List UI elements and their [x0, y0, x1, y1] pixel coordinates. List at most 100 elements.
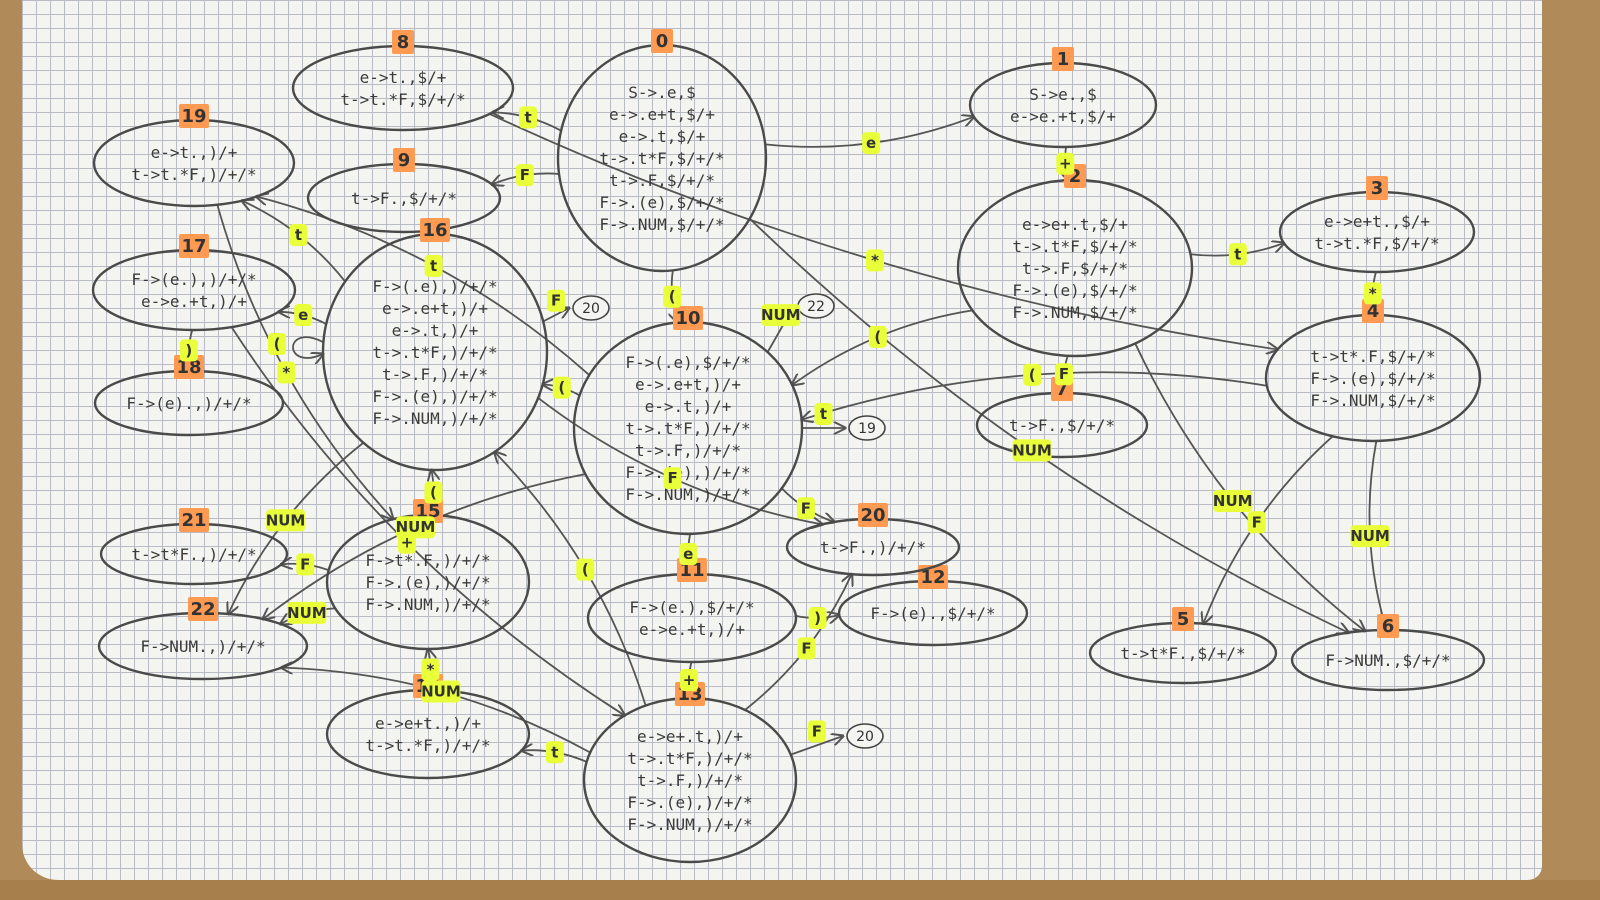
transition-label: NUM [1012, 439, 1052, 462]
transition-label: NUM [761, 304, 801, 327]
transition-label-highlight [761, 304, 801, 327]
transition-label: ) [179, 339, 198, 362]
transition-symbol: NUM [287, 604, 327, 622]
state-7: 7t->F.,$/+/* [975, 377, 1149, 459]
lr-item: t->t.*F,)/+/* [131, 165, 256, 184]
transition-label-highlight [1213, 489, 1253, 512]
transition-label: t [545, 741, 564, 764]
transition-label-highlight [680, 668, 699, 691]
reference-target: 20 [856, 729, 874, 745]
transition-label: ) [808, 606, 827, 629]
transition-symbol: F [667, 469, 677, 487]
lr-item: t->t*.F,$/+/* [1310, 347, 1435, 366]
lr-item: F->.(e),$/+/* [1310, 369, 1435, 388]
transition-label: F [807, 720, 826, 743]
transition-label: + [398, 531, 417, 554]
transition-label-highlight [398, 531, 417, 554]
state-number-highlight [1377, 614, 1399, 638]
lr-item: F->.NUM,)/+/* [625, 485, 750, 504]
state-17: 17F->(e.),)/+/*e->e.+t,)/+ [91, 234, 297, 332]
transition-label: t [1228, 243, 1247, 266]
state-number-highlight [179, 104, 209, 128]
lr-item: t->.t*F,)/+/* [625, 419, 750, 438]
state-13: 13e->e+.t,)/+t->.t*F,)/+/*t->.F,)/+/*F->… [582, 682, 798, 864]
reference-circle [572, 295, 610, 321]
state-4: 4t->t*.F,$/+/*F->.(e),$/+/*F->.NUM,$/+/* [1264, 299, 1482, 443]
transition-label: ( [552, 376, 571, 399]
lr-item: e->e+.t,)/+ [637, 727, 743, 746]
wooden-table [0, 880, 1600, 900]
state-number: 21 [181, 510, 206, 531]
transition-symbol: ( [874, 328, 881, 346]
state-reference: 19 [848, 415, 886, 441]
transition-symbol: t [430, 257, 437, 275]
transition-label-highlight [797, 637, 816, 660]
state-21: 21t->t*F.,)/+/* [99, 508, 289, 586]
transition-label-highlight [1228, 243, 1247, 266]
lr-item: F->(.e),)/+/* [372, 277, 497, 296]
transition-label: F [1247, 511, 1266, 534]
transitions-layer [189, 112, 1387, 763]
transition-symbol: F [300, 555, 310, 573]
lr-item: e->e.+t,$/+ [1010, 107, 1116, 126]
transition-label: * [866, 249, 885, 272]
transition-label: ( [868, 325, 887, 348]
lr-item: F->.(e),)/+/* [372, 387, 497, 406]
transition-label-highlight [1363, 282, 1382, 305]
state-number-highlight [651, 29, 673, 53]
state-outline [586, 572, 798, 664]
transition-label: t [424, 254, 443, 277]
transition-label-highlight [796, 497, 815, 520]
reference-target: 20 [582, 301, 600, 317]
state-outline [1278, 190, 1476, 274]
reference-circle [848, 415, 886, 441]
transition-label: NUM [1213, 489, 1253, 512]
lr-item: S->.e,$ [628, 83, 695, 102]
lr-item: F->.(e),)/+/* [625, 463, 750, 482]
transition-label-highlight [421, 680, 461, 703]
transition-label-highlight [296, 553, 315, 576]
transition-symbol: NUM [761, 306, 801, 324]
state-8: 8e->t.,$/+t->t.*F,$/+/* [291, 30, 515, 132]
transition-symbol: NUM [1012, 441, 1052, 459]
lr-item: e->e.+t,)/+ [141, 292, 247, 311]
transition-label-highlight [807, 720, 826, 743]
state-12: 12F->(e).,$/+/* [837, 565, 1029, 647]
lr-item: e->t.,$/+ [360, 68, 447, 87]
lr-item: t->.t*F,)/+/* [627, 749, 752, 768]
lr-item: t->F.,$/+/* [1009, 416, 1115, 435]
state-6: 6F->NUM.,$/+/* [1290, 614, 1486, 692]
lr-item: F->t*.F,)/+/* [365, 551, 490, 570]
transition-label: NUM [266, 509, 305, 532]
lr-item: t->t.*F,$/+/* [340, 90, 465, 109]
state-number-highlight [174, 355, 204, 379]
transition-label-highlight [287, 601, 327, 624]
lr-item: e->e+.t,$/+ [1022, 215, 1128, 234]
transition-label: NUM [421, 680, 461, 703]
transition-symbol: t [295, 226, 302, 244]
transition-symbol: + [683, 671, 696, 689]
state-number-highlight [420, 218, 450, 242]
transition-label-highlight [862, 132, 881, 155]
transition-label: F [796, 497, 815, 520]
state-number: 4 [1367, 301, 1380, 322]
transition-label-highlight [545, 741, 564, 764]
transition-label: ( [576, 558, 595, 581]
transition-symbol: ( [558, 379, 565, 397]
reference-circle [846, 723, 884, 749]
transition-symbol: NUM [1350, 527, 1390, 545]
transition-label-highlight [268, 333, 286, 355]
state-number: 16 [422, 220, 447, 241]
transition-label: * [421, 658, 440, 681]
lr-item: F->(e).,$/+/* [870, 604, 995, 623]
transition-labels-layer: etF(NUM+tF(NUM**FNUM(etF(NUM)+tF(NUM*FNU… [179, 106, 1390, 764]
state-number: 9 [398, 150, 411, 171]
state-outline [325, 688, 531, 780]
transition-symbol: ( [669, 288, 676, 306]
transition-symbol: * [427, 661, 435, 679]
transition-label: e [294, 304, 313, 327]
lr-item: F->NUM.,)/+/* [140, 637, 265, 656]
state-number: 0 [656, 31, 669, 52]
state-number-highlight [858, 503, 888, 527]
